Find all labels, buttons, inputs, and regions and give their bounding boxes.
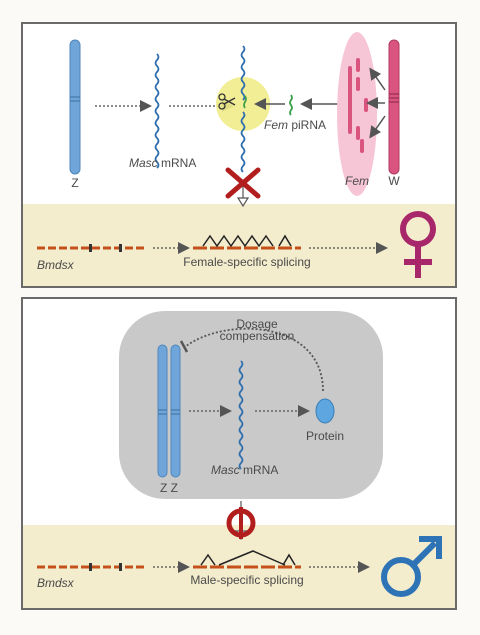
male-diagram: Dosage compensation Z Z Masc mRNA Protei… — [23, 311, 455, 608]
male-splice-transcript — [193, 550, 301, 569]
bmdsx-label: Bmdsx — [37, 258, 75, 272]
male-pathway-panel: Dosage compensation Z Z Masc mRNA Protei… — [21, 297, 457, 610]
male-splicing-label: Male-specific splicing — [190, 573, 303, 587]
female-splicing-label: Female-specific splicing — [183, 255, 310, 269]
w-chromosome — [388, 39, 400, 175]
inhibition-ring-icon — [226, 507, 256, 539]
bmdsx-label: Bmdsx — [37, 576, 75, 590]
cleaved-masc-lower — [240, 111, 246, 173]
scissors-icon — [218, 93, 236, 110]
z-chromosome-1 — [157, 344, 168, 478]
z-chromosome — [69, 39, 81, 175]
masc-mrna-label: Masc mRNA — [129, 156, 196, 170]
fem-pirna — [289, 94, 293, 116]
protein-label: Protein — [306, 429, 344, 443]
female-diagram: Z Masc mRNA Fem piRNA — [23, 32, 455, 286]
masc-mrna-label: Masc mRNA — [211, 463, 278, 477]
splicing-band — [23, 204, 455, 286]
zz-label: Z Z — [160, 481, 178, 495]
fem-halo — [337, 32, 377, 196]
fem-pirna-label: Fem piRNA — [264, 118, 326, 132]
female-symbol-icon — [400, 211, 436, 278]
cleaved-masc-upper — [240, 45, 246, 101]
female-splice-transcript — [193, 234, 301, 250]
male-symbol-icon — [381, 536, 442, 597]
dosage-label-line2: compensation — [220, 329, 295, 343]
female-pathway-panel: Z Masc mRNA Fem piRNA — [21, 22, 457, 288]
dosage-feedback-line — [184, 327, 324, 392]
bmdsx-gene — [37, 563, 147, 571]
dosage-cloud — [119, 311, 383, 499]
cleavage-halo — [216, 77, 270, 131]
w-label: W — [388, 174, 400, 188]
blocked-x-icon — [225, 167, 261, 199]
masc-mrna — [154, 53, 160, 169]
fem-label: Fem — [345, 174, 369, 188]
masc-mrna — [238, 360, 244, 470]
bmdsx-gene — [37, 244, 147, 252]
dosage-label-line1: Dosage — [236, 317, 278, 331]
protein-blob — [315, 398, 335, 424]
z-chromosome-2 — [170, 344, 181, 478]
z-label: Z — [71, 176, 78, 190]
